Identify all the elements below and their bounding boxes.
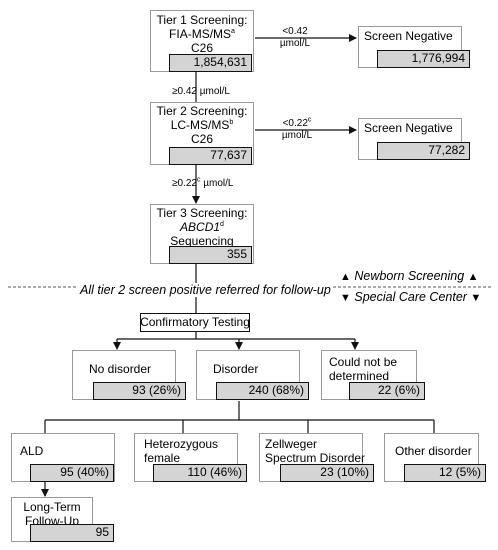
confirmatory-label: Confirmatory Testing [140,315,250,329]
edge-tier1-tier2: ≥0.42 µmol/L [172,86,230,97]
other-disorder-label: Other disorder [395,444,472,458]
confirmatory-box [140,313,250,332]
tier3-count: 355 [169,246,252,264]
tier2-label: Tier 2 Screening: LC-MS/MSb C26 [156,104,248,146]
zellweger-label: Zellweger Spectrum Disorder [265,437,366,465]
disorder-count: 240 (68%) [216,382,309,400]
negative2-count: 77,282 [377,142,470,160]
negative1-count: 1,776,994 [377,50,470,68]
heterozygous-label: Heterozygous female [144,437,219,465]
tier1-count: 1,854,631 [169,54,252,72]
undetermined-label: Could not be determined [329,355,398,383]
edge-tier1-negative: <0.42 µmol/L [279,26,311,49]
undetermined-count: 22 (6%) [349,382,425,400]
no-disorder-label: No disorder [89,362,152,376]
up-triangle-icon: ▲ [467,271,479,283]
followup-count: 95 [30,524,114,542]
tier3-label: Tier 3 Screening: ABCD1d Sequencing [156,206,248,248]
heterozygous-count: 110 (46%) [153,464,247,482]
up-triangle-icon: ▲ [340,271,351,283]
ald-count: 95 (40%) [30,464,114,482]
tier1-label: Tier 1 Screening: FIA-MS/MSa C26 [156,13,248,55]
edge-tier2-negative: <0.22c µmol/L [281,116,313,141]
referral-note: All tier 2 screen positive referred for … [78,283,333,297]
down-triangle-icon: ▼ [470,292,482,304]
other-disorder-count: 12 (5%) [404,464,486,482]
special-care-label: ▼ Special Care Center ▼ [340,290,482,304]
tier2-count: 77,637 [169,147,252,165]
negative1-label: Screen Negative [364,29,453,43]
disorder-label: Disorder [213,362,259,376]
negative2-label: Screen Negative [364,121,453,135]
zellweger-count: 23 (10%) [280,464,374,482]
no-disorder-count: 93 (26%) [93,382,186,400]
newborn-screening-label: ▲ Newborn Screening ▲ [340,269,479,283]
ald-label: ALD [20,444,44,458]
down-triangle-icon: ▼ [340,292,351,304]
edge-tier2-tier3: ≥0.22c µmol/L [172,176,234,189]
